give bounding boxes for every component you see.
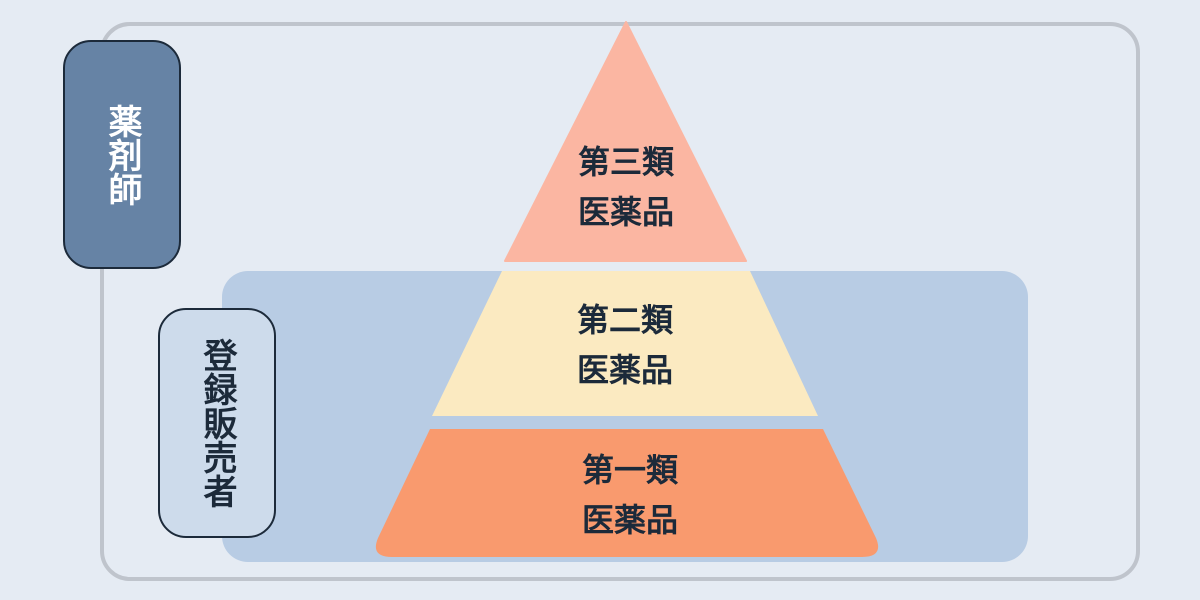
- tier2-trapezoid: [432, 271, 818, 416]
- tier1-label-line1: 第一類: [581, 451, 678, 489]
- tier3-triangle: [504, 21, 747, 262]
- pharmacist-label-box: 薬剤師: [63, 40, 181, 269]
- pharmacist-scope-frame: [100, 22, 1140, 581]
- tier1-trapezoid: [375, 429, 879, 557]
- tier2-label-line2: 医薬品: [576, 351, 673, 389]
- registered-seller-label: 登録販売者: [197, 338, 237, 508]
- tier2-label-line1: 第二類: [576, 301, 673, 339]
- tier3-label-line1: 第三類: [577, 143, 674, 181]
- tier2-label: 第二類 医薬品: [525, 295, 725, 395]
- registered-seller-label-box: 登録販売者: [158, 308, 276, 538]
- pharmacist-label: 薬剤師: [102, 103, 142, 206]
- tier1-label: 第一類 医薬品: [530, 445, 730, 545]
- tier1-label-line2: 医薬品: [581, 501, 678, 539]
- tier3-label: 第三類 医薬品: [526, 137, 726, 237]
- tier3-label-line2: 医薬品: [577, 193, 674, 231]
